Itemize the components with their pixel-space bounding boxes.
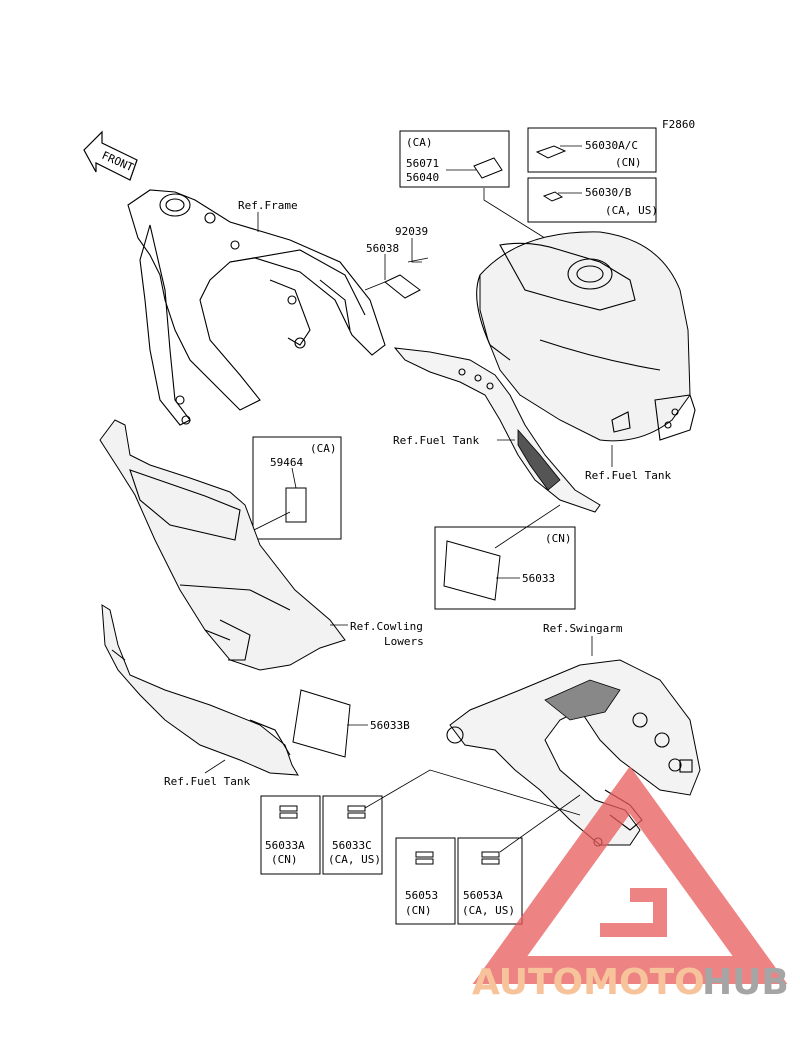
box-56053: 56053 (CN) [395, 837, 456, 925]
part-56053: 56053 [405, 889, 438, 902]
box-56033c: 56033C (CA, US) [322, 795, 383, 875]
part-56040: 56040 [406, 171, 439, 184]
decal-56033a-icon-b [279, 812, 298, 819]
decal-56033c-icon-b [347, 812, 366, 819]
watermark-logo: AUTOMOTO HUB [472, 766, 789, 1003]
box-56030ac: 56030A/C (CN) [527, 127, 657, 173]
frame-illustration [127, 189, 386, 426]
part-56030b: 56030/B [585, 186, 632, 199]
part-56033c: 56033C [332, 839, 372, 852]
decal-59464-icon [285, 487, 307, 523]
decal-56053a-icon-b [481, 858, 500, 865]
part-56038: 56038 [366, 242, 399, 255]
figure-id: F2860 [662, 118, 695, 131]
part-56033b: 56033B [370, 719, 410, 732]
decal-56038-icon [384, 274, 421, 299]
ref-cowling-line1: Ref.Cowling [350, 620, 423, 633]
part-56033a: 56033A [265, 839, 305, 852]
part-56030ac-region: (CN) [615, 156, 642, 169]
ref-frame-label: Ref.Frame [238, 199, 298, 212]
decal-56030ac-icon [535, 145, 567, 159]
part-56053a-region: (CA, US) [462, 904, 515, 917]
box-56030b: 56030/B (CA, US) [527, 177, 658, 223]
watermark-triangle-icon [472, 766, 788, 984]
ref-fuel-tank-center: Ref.Fuel Tank [393, 434, 479, 447]
decal-56053-icon-b [415, 858, 434, 865]
ref-fuel-tank-bottom: Ref.Fuel Tank [164, 775, 250, 788]
cowling-lower-illustration [101, 604, 299, 776]
watermark-text-a: AUTOMOTO [472, 962, 705, 1003]
decal-56033b-icon [292, 689, 351, 758]
part-59464-region: (CA) [310, 442, 337, 455]
ref-swingarm: Ref.Swingarm [543, 622, 623, 635]
fuel-tank-illustration [476, 231, 696, 442]
decal-56033-icon [443, 540, 501, 601]
fuel-tank-side-illustration [393, 347, 601, 513]
decal-56030b-icon [542, 191, 564, 202]
box-59464: (CA) 59464 [249, 436, 342, 540]
cowling-upper-illustration [99, 419, 346, 671]
decal-56071-icon [473, 157, 503, 179]
decal-56033a-icon-a [279, 805, 298, 812]
part-56033-region: (CN) [545, 532, 572, 545]
ref-fuel-tank-right: Ref.Fuel Tank [585, 469, 671, 482]
ref-cowling-line2: Lowers [384, 635, 424, 648]
part-59464: 59464 [270, 456, 303, 469]
part-92039: 92039 [395, 225, 428, 238]
part-56030ac: 56030A/C [585, 139, 638, 152]
decal-56033c-icon-a [347, 805, 366, 812]
front-arrow-icon: FRONT [83, 130, 138, 181]
box-56033a: 56033A (CN) [260, 795, 321, 875]
part-56030b-region: (CA, US) [605, 204, 658, 217]
box-56053a: 56053A (CA, US) [457, 837, 523, 925]
part-56053a: 56053A [463, 889, 503, 902]
decal-56053-icon-a [415, 851, 434, 858]
part-56053-region: (CN) [405, 904, 432, 917]
part-56033c-region: (CA, US) [328, 853, 381, 866]
box-56071-56040: (CA) 56071 56040 [399, 130, 510, 188]
part-56033: 56033 [522, 572, 555, 585]
watermark-text-b: HUB [702, 962, 789, 1003]
part-56071: 56071 [406, 157, 439, 170]
decal-56053a-icon-a [481, 851, 500, 858]
part-56033a-region: (CN) [271, 853, 298, 866]
ca-box-region: (CA) [406, 136, 433, 149]
box-56033: (CN) 56033 [434, 504, 576, 610]
watermark-g-icon [600, 888, 667, 937]
